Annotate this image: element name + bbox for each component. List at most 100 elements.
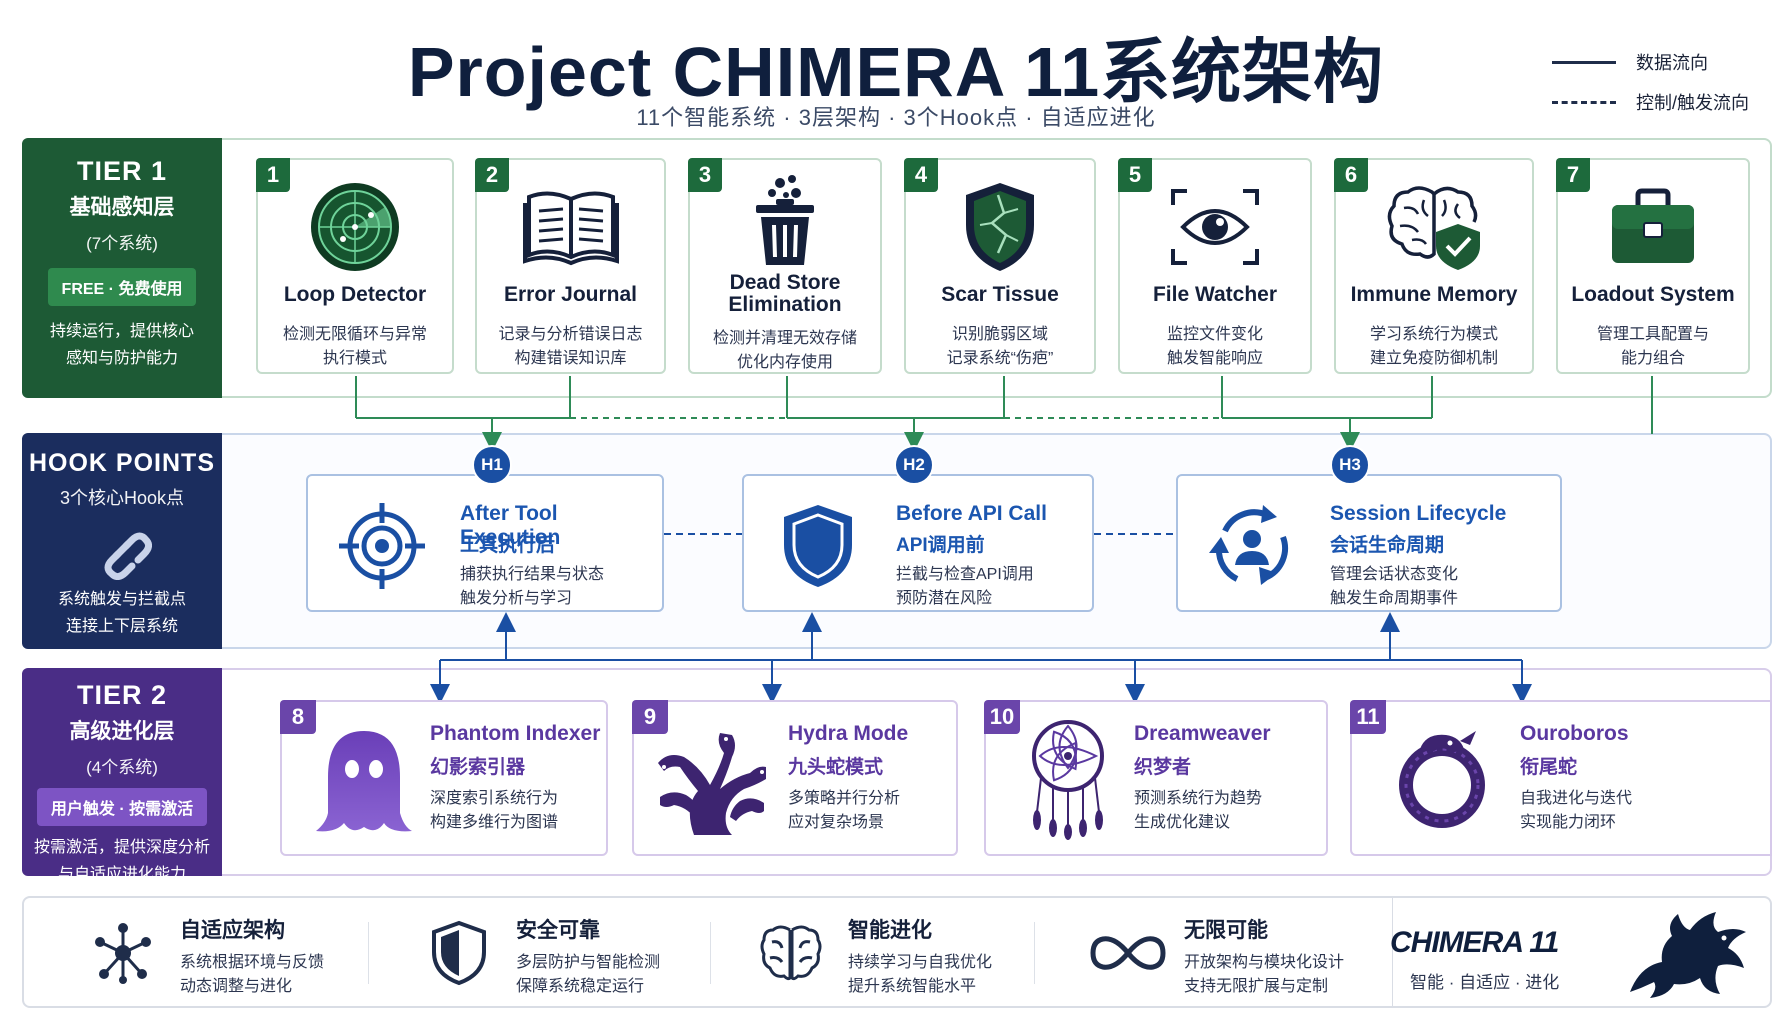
system-desc-line1: 检测无限循环与异常 — [282, 326, 427, 343]
feature-title: 智能进化 — [848, 919, 932, 942]
system-card-loop-detector[interactable]: 1 Loop Detector 检测无限循环与异常 执行模式 — [256, 158, 454, 374]
system-desc-line1: 监控文件变化 — [1166, 326, 1263, 343]
system-name: Dead Store Elimination — [728, 271, 842, 316]
hook-desc-line2: 预防潜在风险 — [896, 590, 993, 607]
system-card-ouroboros[interactable]: 11 Ouroboros 衔尾蛇 自我进化与迭代 实现能力闭环 — [1350, 700, 1772, 856]
page-title: Project CHIMERA 11系统架构 — [407, 33, 1385, 111]
system-desc-line1: 检测并清理无效存储 — [712, 330, 857, 347]
system-name-en: Dreamweaver — [1134, 722, 1271, 745]
hook-badge-h2: H2 — [894, 445, 934, 485]
system-name: Loop Detector — [283, 283, 427, 306]
system-card-file-watcher[interactable]: 5 File Watcher 监控文件变化 触发智能响应 — [1118, 158, 1312, 374]
system-card-hydra-mode[interactable]: 9 Hydra Mode 九头蛇模式 多策略并行分析 应对复杂场景 — [632, 700, 958, 856]
hook-desc-line1: 拦截与检查API调用 — [896, 566, 1034, 583]
tier2-desc: 按需激活，提供深度分析 与自适应进化能力 — [22, 834, 222, 888]
hook-card-session-lifecycle[interactable]: Session Lifecycle 会话生命周期 管理会话状态变化 触发生命周期… — [1176, 474, 1562, 612]
system-desc-line2: 触发智能响应 — [1166, 350, 1263, 367]
infinity-icon — [1088, 920, 1168, 986]
system-card-error-journal[interactable]: 2 Error Journal 记录与分析错误日志 构建错误知识库 — [475, 158, 666, 374]
system-name-en: Ouroboros — [1520, 722, 1629, 745]
system-name-zh: 衔尾蛇 — [1520, 757, 1578, 778]
system-number: 3 — [688, 158, 722, 192]
system-card-phantom-indexer[interactable]: 8 Phantom Indexer 幻影索引器 深度索引系统行为 构建多维行为图… — [280, 700, 608, 856]
system-number: 2 — [475, 158, 509, 192]
hook-points-desc-line2: 连接上下层系统 — [65, 618, 178, 635]
cycle-user-icon — [1202, 496, 1302, 596]
system-card-dead-store-elimination[interactable]: 3 Dead Store Elimination 检测并清理无效存储 优化内存使… — [688, 158, 882, 374]
system-name: Immune Memory — [1350, 283, 1518, 306]
hook-card-after-tool-execution[interactable]: After Tool Execution 工具执行后 捕获执行结果与状态 触发分… — [306, 474, 664, 612]
tier1-subtitle: 基础感知层 — [69, 196, 175, 219]
system-number: 11 — [1350, 700, 1386, 734]
brand-tagline: 智能 · 自适应 · 进化 — [1410, 973, 1560, 992]
tier1-desc: 持续运行，提供核心 感知与防护能力 — [22, 318, 222, 372]
ghost-icon — [306, 724, 422, 840]
target-icon — [332, 496, 432, 596]
system-desc-line2: 构建错误知识库 — [514, 350, 627, 367]
system-name-zh: 织梦者 — [1134, 757, 1192, 778]
trash-icon — [690, 172, 880, 270]
feature-desc-line1: 持续学习与自我优化 — [848, 954, 993, 971]
system-desc-line2: 记录系统“伤疤” — [946, 350, 1054, 367]
dashed-line-icon — [1552, 100, 1616, 104]
feature-adaptive-architecture: 自适应架构 系统根据环境与反馈 动态调整与进化 — [50, 898, 360, 1006]
brand-logo: CHIMERA 11 — [1390, 926, 1559, 959]
shield-half-icon — [426, 920, 492, 986]
system-number: 5 — [1118, 158, 1152, 192]
system-desc-line1: 管理工具配置与 — [1596, 326, 1709, 343]
hook-points-label: HOOK POINTS 3个核心Hook点 系统触发与拦截点 连接上下层系统 — [22, 433, 222, 649]
system-card-scar-tissue[interactable]: 4 Scar Tissue 识别脆弱区域 记录系统“伤疤” — [904, 158, 1096, 374]
system-card-loadout-system[interactable]: 7 Loadout System 管理工具配置与 能力组合 — [1556, 158, 1750, 374]
tier1-badge: FREE · 免费使用 — [47, 268, 197, 306]
system-name: Scar Tissue — [941, 283, 1059, 306]
tier1-title: TIER 1 — [76, 156, 168, 186]
system-number: 8 — [280, 700, 316, 734]
system-name-en: Hydra Mode — [788, 722, 909, 745]
system-name-zh: 幻影索引器 — [430, 757, 526, 778]
tier1-count: (7个系统) — [86, 234, 158, 253]
hook-name-zh: 会话生命周期 — [1330, 535, 1445, 556]
tier1-frame — [220, 138, 1772, 398]
tier1-desc-line1: 持续运行，提供核心 — [49, 323, 194, 340]
tier2-badge: 用户触发 · 按需激活 — [36, 788, 208, 826]
system-name: Error Journal — [503, 283, 638, 306]
network-icon — [90, 920, 156, 986]
brain-icon — [758, 920, 824, 986]
feature-desc-line2: 动态调整与进化 — [180, 978, 293, 995]
feature-title: 安全可靠 — [516, 919, 600, 942]
hook-points-desc: 系统触发与拦截点 连接上下层系统 — [22, 586, 222, 640]
tier2-label: TIER 2 高级进化层 (4个系统) 用户触发 · 按需激活 按需激活，提供深… — [22, 668, 222, 883]
toolbox-icon — [1558, 178, 1748, 276]
hook-points-title: HOOK POINTS — [28, 449, 215, 477]
system-number: 4 — [904, 158, 938, 192]
system-desc-line1: 记录与分析错误日志 — [498, 326, 643, 343]
feature-desc-line1: 系统根据环境与反馈 — [180, 954, 325, 971]
hook-desc-line2: 触发分析与学习 — [460, 590, 573, 607]
legend-data-flow: 数据流向 — [1552, 42, 1762, 82]
system-desc-line2: 建立免疫防御机制 — [1369, 350, 1498, 367]
hook-name-zh: 工具执行后 — [460, 535, 556, 556]
tier1-label: TIER 1 基础感知层 (7个系统) FREE · 免费使用 持续运行，提供核… — [22, 138, 222, 398]
system-desc-line2: 构建多维行为图谱 — [430, 814, 559, 831]
feature-desc-line1: 开放架构与模块化设计 — [1184, 954, 1345, 971]
system-card-immune-memory[interactable]: 6 Immune Memory 学习系统行为模式 建立免疫防御机制 — [1334, 158, 1534, 374]
legend-data-flow-label: 数据流向 — [1636, 53, 1708, 73]
system-name-en: Phantom Indexer — [430, 722, 601, 745]
feature-desc-line2: 保障系统稳定运行 — [516, 978, 645, 995]
tier1-desc-line2: 感知与防护能力 — [65, 350, 178, 367]
hook-points-subtitle: 3个核心Hook点 — [59, 488, 185, 508]
system-card-dreamweaver[interactable]: 10 Dreamweaver 织梦者 预测系统行为趋势 生成优化建议 — [984, 700, 1328, 856]
system-desc-line2: 生成优化建议 — [1134, 814, 1231, 831]
page-subtitle: 11个智能系统 · 3层架构 · 3个Hook点 · 自适应进化 — [636, 105, 1156, 130]
hook-desc-line1: 捕获执行结果与状态 — [460, 566, 605, 583]
hook-card-before-api-call[interactable]: Before API Call API调用前 拦截与检查API调用 预防潜在风险 — [742, 474, 1094, 612]
chimera-dragon-icon — [1620, 906, 1750, 1002]
system-name: File Watcher — [1152, 283, 1278, 306]
system-name-zh: 九头蛇模式 — [788, 757, 884, 778]
system-desc-line1: 自我进化与迭代 — [1520, 790, 1633, 807]
feature-infinite-possibility: 无限可能 开放架构与模块化设计 支持无限扩展与定制 — [1054, 898, 1394, 1006]
hook-points-desc-line1: 系统触发与拦截点 — [57, 591, 186, 608]
feature-desc-line1: 多层防护与智能检测 — [516, 954, 661, 971]
book-icon — [477, 178, 664, 276]
